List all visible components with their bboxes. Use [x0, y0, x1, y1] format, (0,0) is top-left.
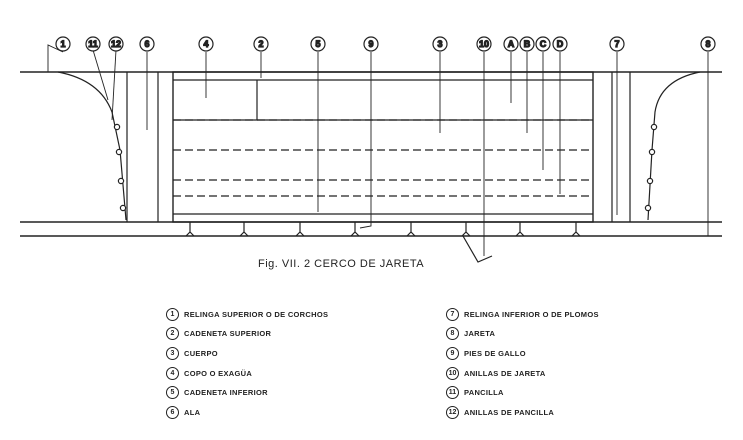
callout-10: 10	[476, 36, 492, 52]
legend-item: 1 RELINGA SUPERIOR O DE CORCHOS	[166, 305, 466, 323]
legend-item: 5 CADENETA INFERIOR	[166, 384, 466, 402]
legend-number: 5	[166, 386, 179, 400]
legend-label: CADENETA INFERIOR	[184, 388, 268, 398]
svg-text:D: D	[557, 39, 564, 49]
svg-text:A: A	[508, 39, 515, 49]
svg-text:5: 5	[315, 39, 320, 49]
svg-text:6: 6	[144, 39, 149, 49]
legend-label: PIES DE GALLO	[464, 348, 526, 358]
svg-text:3: 3	[437, 39, 442, 49]
callout-7: 7	[609, 36, 625, 52]
legend-number: 12	[446, 405, 459, 419]
legend-label: ALA	[184, 407, 201, 417]
callout-8: 8	[700, 36, 716, 52]
legend-item: 6 ALA	[166, 403, 466, 421]
svg-text:8: 8	[705, 39, 710, 49]
legend-item: 2 CADENETA SUPERIOR	[166, 325, 466, 343]
pancilla-rings	[113, 123, 658, 212]
legend-item: 10 ANILLAS DE JARETA	[446, 364, 743, 382]
legend-number: 4	[166, 366, 179, 380]
legend-number: 9	[446, 346, 459, 360]
legend-number: 2	[166, 327, 179, 341]
legend-label: RELINGA SUPERIOR O DE CORCHOS	[184, 309, 329, 319]
svg-text:B: B	[524, 39, 531, 49]
callout-9: 9	[363, 36, 379, 52]
legend-number: 3	[166, 346, 179, 360]
legend-number: 1	[166, 307, 179, 321]
legend-item: 12 ANILLAS DE PANCILLA	[446, 403, 743, 421]
legend-label: ANILLAS DE JARETA	[464, 368, 546, 378]
svg-text:11: 11	[88, 39, 98, 49]
legend-label: PANCILLA	[464, 388, 504, 398]
svg-text:1: 1	[60, 39, 65, 49]
svg-text:7: 7	[614, 39, 619, 49]
svg-text:12: 12	[111, 39, 121, 49]
callout-markers: 1 11 12 6 4 2 5 9 3 10 A B C D 7 8	[55, 36, 716, 52]
legend-number: 11	[446, 386, 459, 400]
left-pancilla	[57, 71, 127, 221]
figure-caption: Fig. VII. 2 CERCO DE JARETA	[258, 258, 425, 270]
callout-12: 12	[108, 36, 124, 52]
legend-label: ANILLAS DE PANCILLA	[464, 407, 555, 417]
callout-b: B	[519, 36, 535, 52]
svg-text:9: 9	[368, 39, 373, 49]
legend-item: 3 CUERPO	[166, 344, 466, 362]
svg-text:C: C	[540, 39, 547, 49]
legend-item: 11 PANCILLA	[446, 384, 743, 402]
right-pancilla	[647, 71, 701, 221]
legend-label: COPO O EXAGÜA	[184, 368, 253, 378]
callout-6: 6	[139, 36, 155, 52]
svg-text:4: 4	[203, 39, 208, 49]
legend-item: 7 RELINGA INFERIOR O DE PLOMOS	[446, 305, 743, 323]
legend-label: RELINGA INFERIOR O DE PLOMOS	[464, 309, 599, 319]
net-body	[172, 71, 594, 223]
callout-c: C	[535, 36, 551, 52]
svg-text:10: 10	[479, 39, 489, 49]
legend-label: CADENETA SUPERIOR	[184, 329, 272, 339]
legend-number: 6	[166, 405, 179, 419]
callout-4: 4	[198, 36, 214, 52]
legend-number: 8	[446, 327, 459, 341]
callout-a: A	[503, 36, 519, 52]
bridles	[185, 222, 581, 237]
callout-1: 1	[55, 36, 71, 52]
callout-5: 5	[310, 36, 326, 52]
legend-number: 7	[446, 307, 459, 321]
purse-line-end	[462, 235, 493, 263]
bunt-panel	[173, 80, 258, 121]
legend-item: 8 JARETA	[446, 325, 743, 343]
legend-number: 10	[446, 366, 459, 380]
legend-item: 4 COPO O EXAGÜA	[166, 364, 466, 382]
callout-d: D	[552, 36, 568, 52]
svg-text:2: 2	[258, 39, 263, 49]
legend-label: CUERPO	[184, 348, 218, 358]
legend-item: 9 PIES DE GALLO	[446, 344, 743, 362]
callout-11: 11	[85, 36, 101, 52]
callout-3: 3	[432, 36, 448, 52]
legend-label: JARETA	[464, 329, 496, 339]
callout-2: 2	[253, 36, 269, 52]
